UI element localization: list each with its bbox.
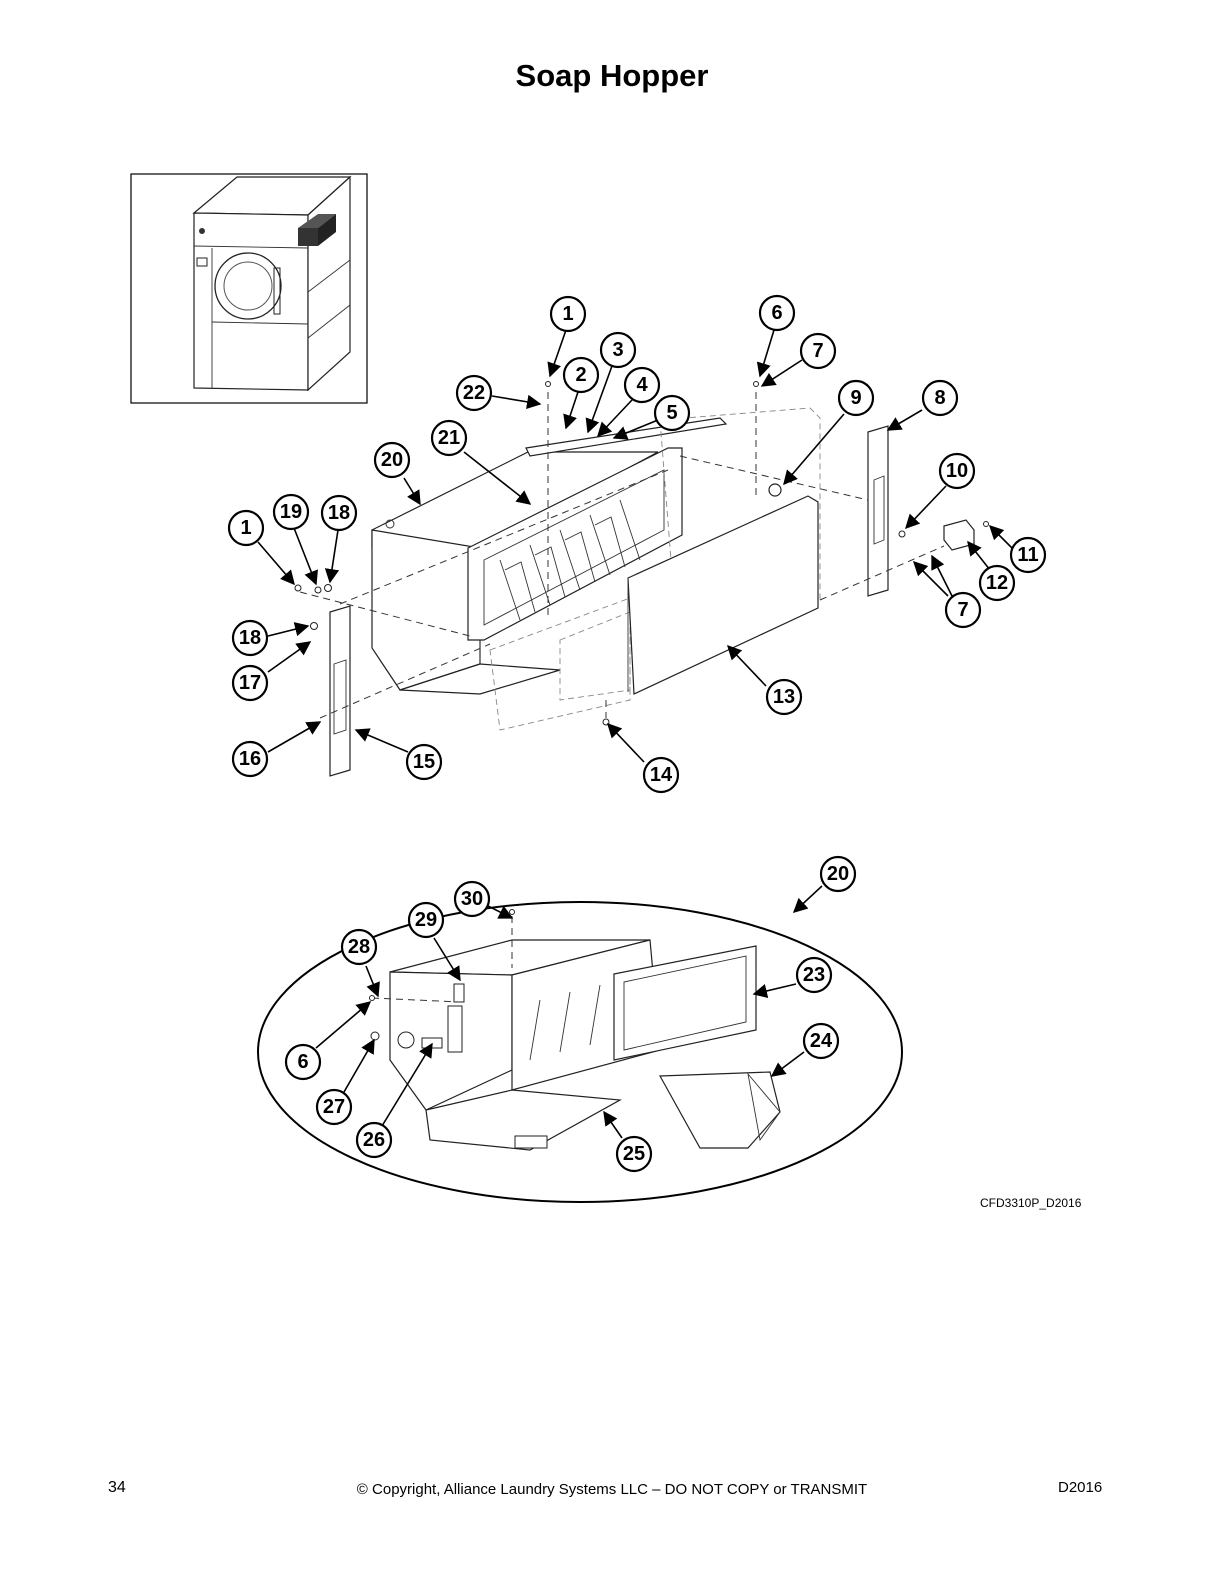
callout-26: 26 — [355, 1121, 393, 1159]
svg-text:24: 24 — [810, 1030, 833, 1052]
callout-20-main: 20 — [373, 441, 411, 479]
callout-14: 14 — [642, 756, 680, 794]
svg-text:10: 10 — [946, 460, 968, 482]
svg-text:18: 18 — [239, 627, 261, 649]
callout-30: 30 — [453, 880, 491, 918]
callout-21: 21 — [430, 419, 468, 457]
callout-20-detail: 20 — [819, 855, 857, 893]
svg-text:6: 6 — [297, 1051, 308, 1073]
svg-text:30: 30 — [461, 888, 483, 910]
svg-text:15: 15 — [413, 751, 435, 773]
hopper-detail-view — [257, 885, 903, 1203]
svg-text:7: 7 — [812, 340, 823, 362]
callout-3: 3 — [599, 331, 637, 369]
callout-7-right: 7 — [944, 591, 982, 629]
callout-2: 2 — [562, 356, 600, 394]
hopper-exploded-view — [294, 381, 989, 777]
svg-text:19: 19 — [280, 501, 302, 523]
callout-11: 11 — [1009, 536, 1047, 574]
svg-text:26: 26 — [363, 1129, 385, 1151]
svg-text:14: 14 — [650, 764, 673, 786]
svg-text:11: 11 — [1017, 544, 1038, 566]
svg-text:25: 25 — [623, 1143, 645, 1165]
svg-text:16: 16 — [239, 748, 261, 770]
svg-text:7: 7 — [957, 599, 968, 621]
callout-5: 5 — [653, 394, 691, 432]
callout-8: 8 — [921, 379, 959, 417]
svg-text:9: 9 — [850, 387, 861, 409]
callout-16: 16 — [231, 740, 269, 778]
callout-22: 22 — [455, 374, 493, 412]
svg-text:29: 29 — [415, 909, 437, 931]
svg-text:6: 6 — [771, 302, 782, 324]
callout-15: 15 — [405, 743, 443, 781]
page-number: 34 — [108, 1479, 126, 1496]
svg-text:12: 12 — [986, 572, 1008, 594]
page-title: Soap Hopper — [515, 58, 709, 93]
callout-19: 19 — [272, 493, 310, 531]
svg-text:20: 20 — [381, 449, 403, 471]
callout-12: 12 — [978, 564, 1016, 602]
svg-text:1: 1 — [240, 517, 251, 539]
svg-text:28: 28 — [348, 936, 370, 958]
callout-24: 24 — [802, 1022, 840, 1060]
callout-1-left: 1 — [227, 509, 265, 547]
callout-18-lower: 18 — [231, 619, 269, 657]
drawing-code: CFD3310P_D2016 — [980, 1196, 1082, 1210]
svg-text:4: 4 — [636, 374, 648, 396]
callout-1-top: 1 — [549, 295, 587, 333]
callout-18-top: 18 — [320, 494, 358, 532]
svg-text:23: 23 — [803, 964, 825, 986]
leader-lines — [257, 329, 1013, 1139]
svg-text:13: 13 — [773, 686, 795, 708]
callout-10: 10 — [938, 452, 976, 490]
svg-text:8: 8 — [934, 387, 945, 409]
callout-4: 4 — [623, 366, 661, 404]
callout-28: 28 — [340, 928, 378, 966]
callout-25: 25 — [615, 1135, 653, 1173]
callout-17: 17 — [231, 664, 269, 702]
svg-text:22: 22 — [463, 382, 485, 404]
svg-text:27: 27 — [323, 1096, 345, 1118]
callout-6-top: 6 — [758, 294, 796, 332]
document-code: D2016 — [1058, 1479, 1103, 1496]
washer-location-inset — [130, 173, 368, 404]
svg-text:3: 3 — [612, 339, 623, 361]
callout-6-detail: 6 — [284, 1043, 322, 1081]
callout-7-top: 7 — [799, 332, 837, 370]
callout-9: 9 — [837, 379, 875, 417]
svg-text:17: 17 — [239, 672, 261, 694]
svg-text:2: 2 — [575, 364, 586, 386]
svg-text:20: 20 — [827, 863, 849, 885]
svg-text:18: 18 — [328, 502, 350, 524]
callout-27: 27 — [315, 1088, 353, 1126]
callout-29: 29 — [407, 901, 445, 939]
copyright-notice: © Copyright, Alliance Laundry Systems LL… — [356, 1481, 868, 1498]
svg-text:1: 1 — [562, 303, 573, 325]
callout-13: 13 — [765, 678, 803, 716]
svg-text:21: 21 — [438, 427, 460, 449]
callout-23: 23 — [795, 956, 833, 994]
svg-text:5: 5 — [666, 402, 677, 424]
